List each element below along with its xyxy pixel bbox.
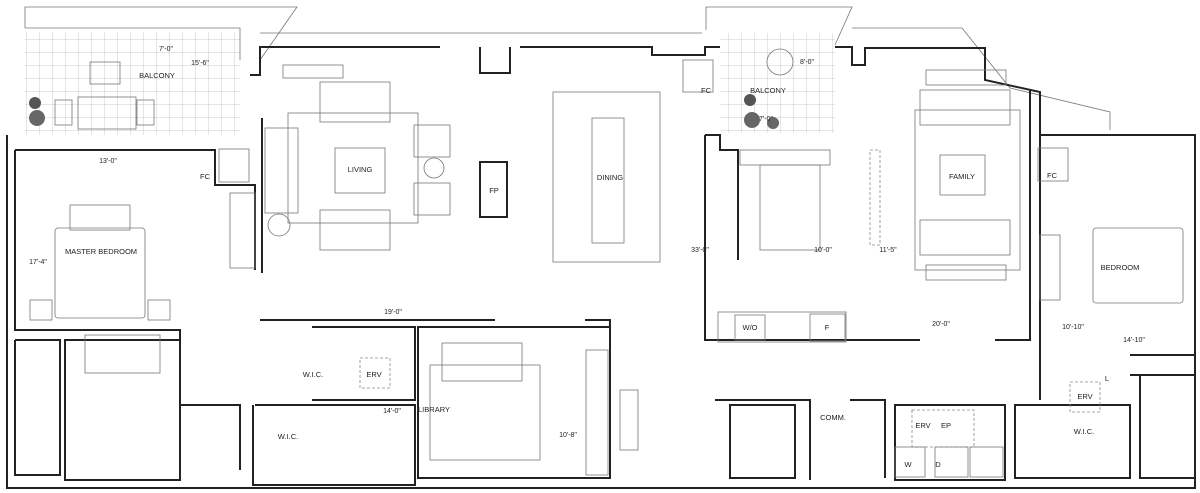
dim-library-length: 19'-0" — [384, 309, 402, 316]
label-linen: L — [1105, 374, 1109, 383]
bench — [69, 204, 131, 231]
counter — [717, 311, 847, 343]
label-erv: ERV — [1077, 392, 1092, 401]
sofa — [919, 89, 1011, 126]
kitchen-island — [759, 164, 821, 251]
label-erv: ERV — [915, 421, 930, 430]
bed — [1092, 227, 1184, 304]
fireplace — [479, 161, 508, 218]
desk — [585, 349, 609, 476]
dim-balcony-depth: 7'-0" — [159, 46, 173, 53]
balcony-master — [24, 6, 298, 135]
dim-bedroom-width: 10'-10" — [1062, 324, 1084, 331]
label-balcony-master: BALCONY — [139, 71, 175, 80]
sofa — [264, 127, 299, 214]
balcony-kitchen — [705, 6, 853, 133]
label-comm: COMM. — [820, 413, 846, 422]
label-dryer: D — [935, 460, 941, 469]
walls — [6, 27, 1196, 489]
sofa — [77, 96, 137, 130]
dim-family-width: 11'-5" — [879, 247, 897, 254]
dimension-labels: 7'-0" 15'-6" 13'-0" 17'-4" 8'-0" 7'-0" 3… — [29, 46, 1145, 439]
table — [89, 61, 121, 85]
fc-closet — [682, 59, 714, 93]
sofa — [919, 219, 1011, 256]
dim-family-length: 20'-0" — [932, 321, 950, 328]
sofa — [319, 81, 391, 123]
plant-icon — [744, 112, 760, 128]
label-family: FAMILY — [949, 172, 975, 181]
label-master-bedroom: MASTER BEDROOM — [65, 247, 137, 256]
label-wic: W.I.C. — [1074, 427, 1094, 436]
label-erv: ERV — [366, 370, 381, 379]
fc-closet — [218, 148, 250, 183]
room-labels: BALCONY FC MASTER BEDROOM LIVING FP DINI… — [65, 71, 1139, 469]
label-fireplace: FP — [489, 186, 499, 195]
plant-icon — [767, 117, 779, 129]
label-fc: FC — [1047, 171, 1058, 180]
dim-kitchen-width: 10'-0" — [814, 247, 832, 254]
dining-table — [591, 117, 625, 244]
label-living: LIVING — [348, 165, 373, 174]
dim-bedroom-length: 14'-10" — [1123, 337, 1145, 344]
plant-icon — [744, 94, 756, 106]
dim-balcony-width: 8'-0" — [800, 59, 814, 66]
label-bedroom: BEDROOM — [1101, 263, 1140, 272]
label-wic: W.I.C. — [303, 370, 323, 379]
label-library: LIBRARY — [418, 405, 450, 414]
plant-icon — [29, 97, 41, 109]
dim-living-dining: 33'-0" — [691, 247, 709, 254]
bed — [54, 227, 146, 319]
label-fridge: F — [825, 323, 830, 332]
dining-rug — [552, 91, 661, 263]
dim-master-width: 13'-0" — [99, 158, 117, 165]
label-washer: W — [904, 460, 912, 469]
bathtub — [84, 334, 161, 374]
rug — [287, 112, 419, 224]
label-fc: FC — [200, 172, 211, 181]
sofa — [319, 209, 391, 251]
dim-library-width: 14'-0" — [383, 408, 401, 415]
table — [766, 48, 794, 76]
label-fc: FC — [701, 86, 712, 95]
furniture — [29, 59, 1184, 478]
dim-balcony-depth: 7'-0" — [759, 116, 773, 123]
label-wic: W.I.C. — [278, 432, 298, 441]
dim-balcony-width: 15'-6" — [191, 60, 209, 67]
rug — [914, 109, 1021, 271]
dim-master-length: 17'-4" — [29, 259, 47, 266]
label-dining: DINING — [597, 173, 623, 182]
fc-closet — [1037, 147, 1069, 182]
plant-icon — [29, 110, 45, 126]
dim-library-depth: 10'-8" — [559, 432, 577, 439]
sofa — [441, 342, 523, 382]
label-balcony-kitchen: BALCONY — [750, 86, 786, 95]
rug — [429, 364, 541, 461]
label-wall-oven: W/O — [743, 323, 758, 332]
label-ep: EP — [941, 421, 951, 430]
